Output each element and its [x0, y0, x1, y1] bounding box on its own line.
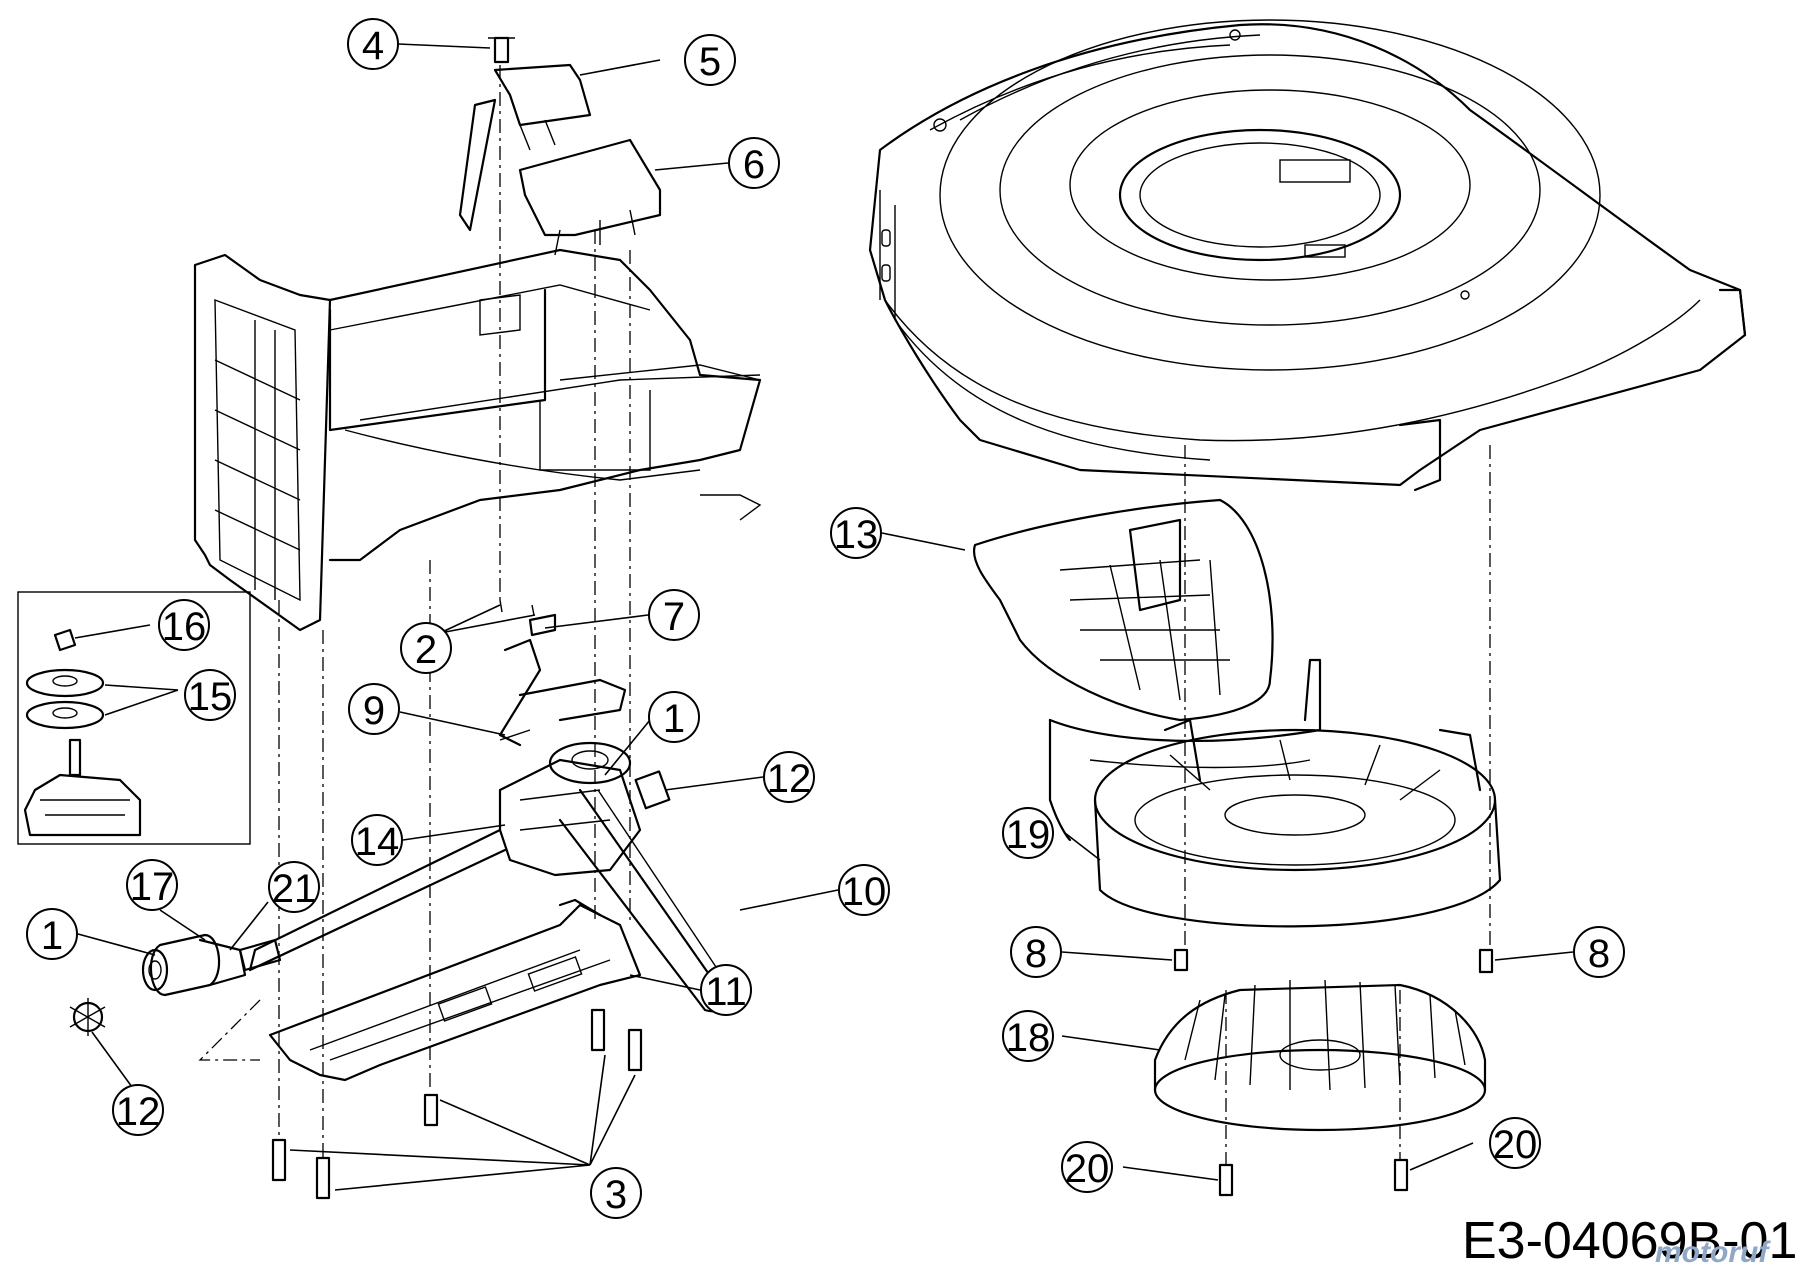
callout-9: 9 [348, 683, 400, 735]
callout-label: 9 [363, 689, 385, 733]
callout-label: 4 [362, 24, 384, 68]
callout-label: 2 [415, 628, 437, 672]
callout-label: 12 [767, 757, 812, 801]
top-bracket-assembly [458, 36, 662, 256]
callout-21: 21 [268, 861, 320, 913]
callout-label: 10 [842, 870, 887, 914]
callout-label: 6 [743, 143, 765, 187]
deflector-13 [972, 498, 1322, 842]
callout-12-right: 12 [763, 751, 815, 803]
callout-20-right: 20 [1489, 1117, 1541, 1169]
callout-15: 15 [184, 669, 236, 721]
rear-chassis-frame [193, 248, 762, 632]
callout-label: 18 [1006, 1016, 1051, 1060]
callout-label: 20 [1493, 1123, 1538, 1167]
assembly-center-lines [198, 65, 1491, 1165]
callout-label: 8 [1588, 932, 1610, 976]
leader-lines [74, 43, 1574, 1191]
gearbox-drive-assembly [248, 599, 729, 1013]
callout-label: 3 [605, 1173, 627, 1217]
callout-label: 11 [705, 970, 747, 1014]
callout-label: 21 [272, 867, 317, 911]
drawing-code: E3-04069B-01 [1462, 1212, 1797, 1270]
callout-label: 20 [1065, 1147, 1110, 1191]
callout-17: 17 [126, 859, 178, 911]
callout-10: 10 [838, 864, 890, 916]
screws-8 [1173, 948, 1494, 974]
callout-label: 7 [663, 595, 685, 639]
callout-label: 13 [834, 513, 879, 557]
callout-3: 3 [590, 1167, 642, 1219]
callout-12-left: 12 [112, 1084, 164, 1136]
callout-13: 13 [830, 507, 882, 559]
callout-8-left: 8 [1010, 926, 1062, 978]
callout-label: 5 [699, 40, 721, 84]
callout-7: 7 [648, 589, 700, 641]
callout-8-right: 8 [1573, 926, 1625, 978]
callout-1-left: 1 [26, 908, 78, 960]
detail-inset [17, 591, 251, 845]
base-plate [268, 898, 642, 1082]
callout-label: 1 [41, 914, 63, 958]
screws-20 [1218, 1158, 1409, 1197]
axle-bearing-assembly [69, 933, 282, 1036]
callout-label: 1 [663, 697, 685, 741]
callout-18: 18 [1002, 1010, 1054, 1062]
callout-label: 15 [188, 675, 233, 719]
callout-label: 17 [130, 865, 175, 909]
callout-label: 8 [1025, 932, 1047, 976]
callout-label: 19 [1006, 813, 1051, 857]
callout-label: 14 [355, 820, 400, 864]
callout-4: 4 [347, 18, 399, 70]
callout-6: 6 [728, 137, 780, 189]
callout-label: 12 [116, 1090, 161, 1134]
callout-19: 19 [1002, 807, 1054, 859]
callout-14: 14 [351, 814, 403, 866]
callout-20-left: 20 [1061, 1141, 1113, 1193]
callout-5: 5 [684, 34, 736, 86]
callout-label: 16 [162, 605, 207, 649]
callout-2: 2 [400, 622, 452, 674]
fan-housing-19 [1093, 718, 1502, 928]
screws-3 [271, 1008, 643, 1200]
callout-1-right: 1 [648, 691, 700, 743]
mower-deck-housing [868, 19, 1747, 492]
callout-11: 11 [700, 964, 752, 1016]
fan-18 [1153, 979, 1487, 1132]
callout-16: 16 [158, 599, 210, 651]
watermark: motoruf [1655, 1236, 1771, 1269]
